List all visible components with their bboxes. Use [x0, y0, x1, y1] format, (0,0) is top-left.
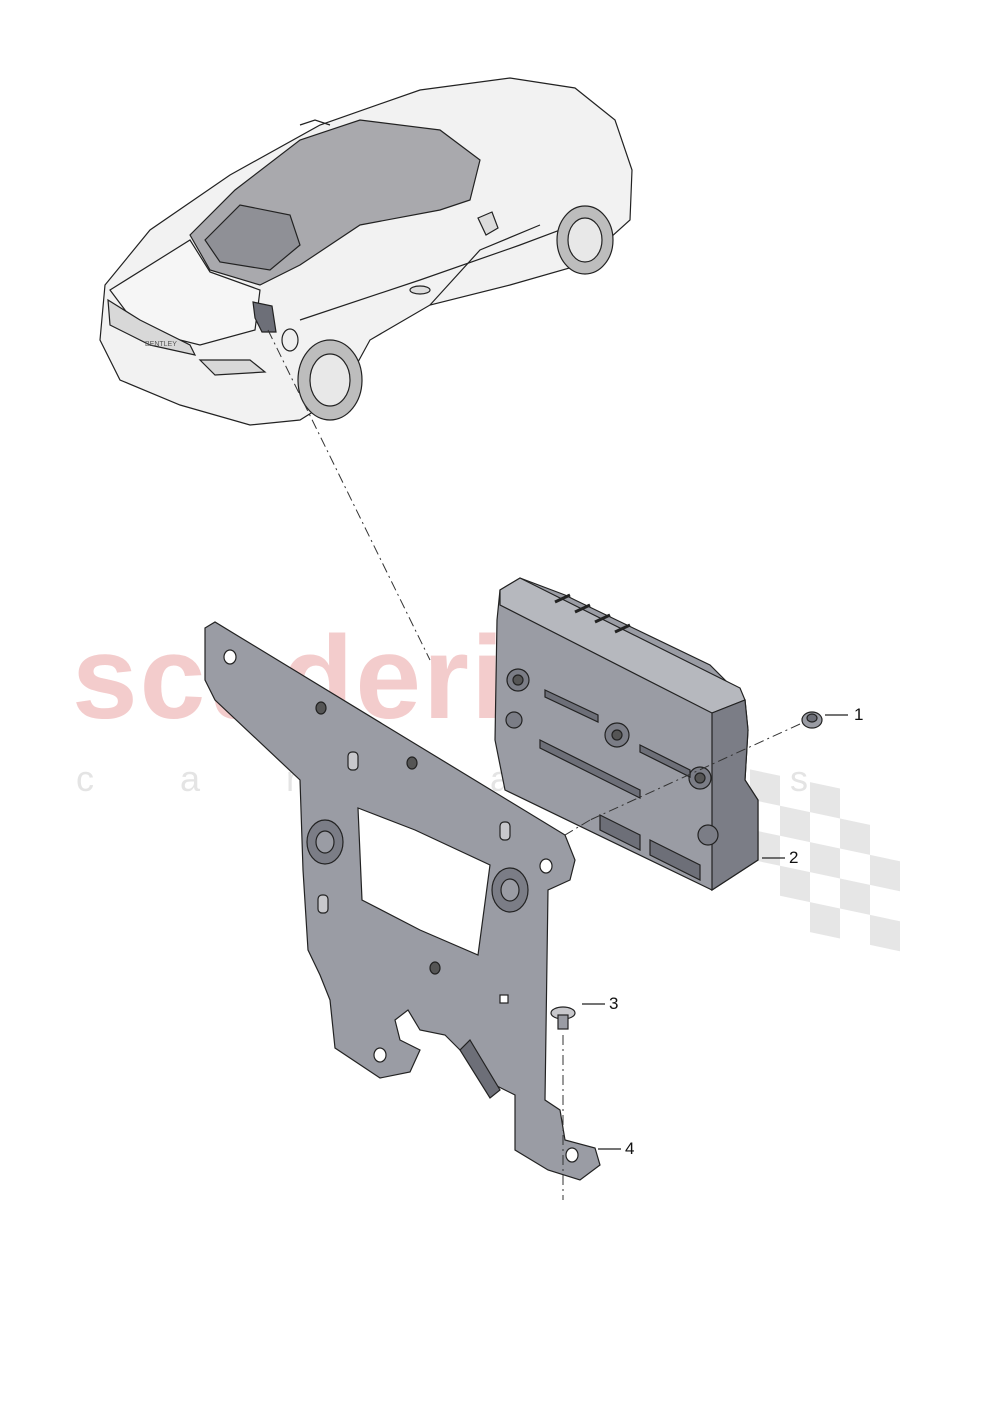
car-badge-text: BENTLEY: [145, 341, 177, 348]
callout-label-4: 4: [625, 1139, 635, 1158]
bracket-part: [204, 621, 601, 1181]
callout-label-2: 2: [789, 848, 799, 867]
screw-part: [550, 1006, 576, 1030]
nut-part: [801, 711, 823, 729]
callout-label-3: 3: [609, 994, 619, 1013]
nut-leader-line: [589, 723, 801, 821]
location-leader-line: [267, 329, 431, 661]
car-illustration: [99, 77, 633, 426]
control-module-part: [494, 577, 759, 892]
callout-label-1: 1: [854, 705, 864, 724]
